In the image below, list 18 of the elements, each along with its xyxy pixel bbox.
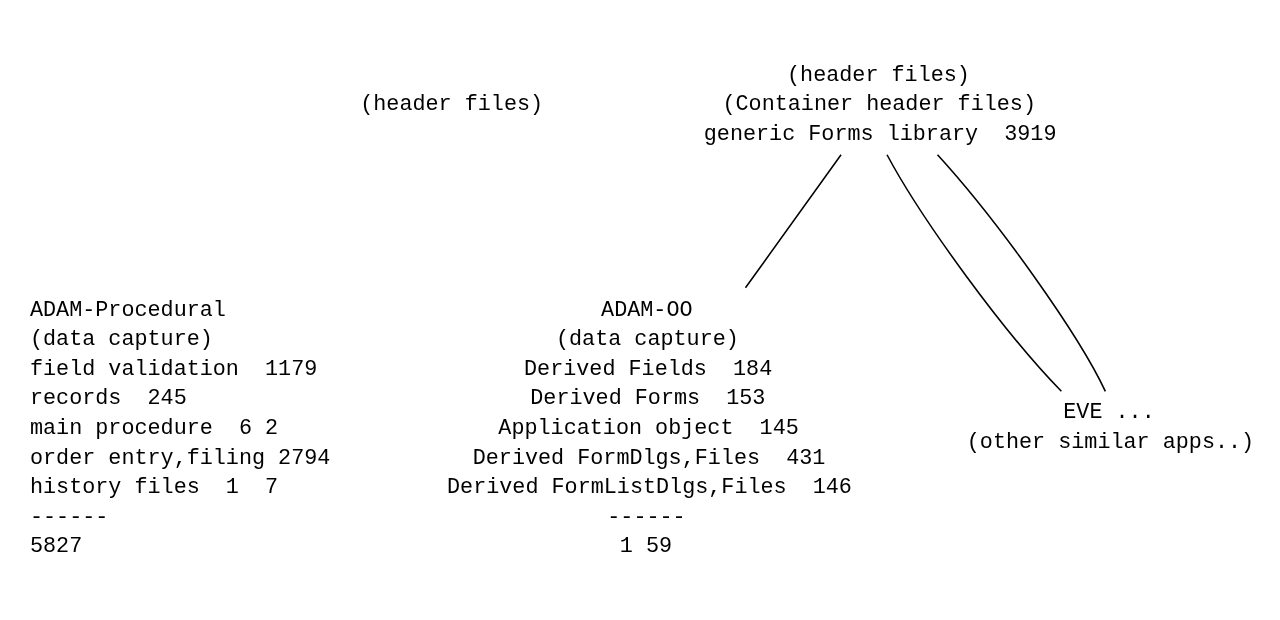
label: ------ xyxy=(29,504,109,530)
label: 5827 xyxy=(29,534,83,560)
label: (data capture) xyxy=(29,327,213,353)
node-label: (header files) xyxy=(787,62,970,88)
label: (header files) xyxy=(360,91,544,117)
connector xyxy=(936,153,1107,393)
node-text: generic Forms library 3919 xyxy=(703,121,1057,147)
connector xyxy=(886,153,1063,393)
node-text: EVE ... (other similar apps..) xyxy=(966,400,1255,456)
label: field validation 1179 xyxy=(29,356,318,382)
label: ADAM-Procedural xyxy=(29,297,226,323)
node-label: (Container header files) xyxy=(722,92,1036,118)
node-text: ADAM-OO (data capture) Derived Fields 184 Derived Forms 153 Application object 145 Derived FormDlgs,Files 431 Derived FormListDlgs,Files 146 ------ 1 59 xyxy=(447,297,852,560)
label: records 245 xyxy=(29,386,187,412)
label: history files 1 7 xyxy=(29,475,279,501)
connector xyxy=(744,153,842,289)
label: order entry,filing 2794 xyxy=(29,445,331,471)
label: main procedure 6 2 xyxy=(29,416,279,442)
